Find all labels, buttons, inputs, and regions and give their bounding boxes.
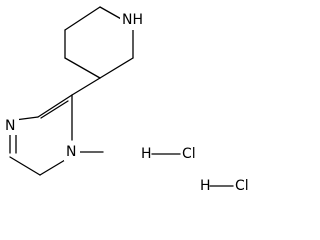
label-imine-n: N bbox=[3, 117, 19, 135]
bond-piperidine-pyrazine bbox=[71, 77, 101, 96]
imine-n-label: N bbox=[5, 118, 15, 134]
bond-c2-c3-ring bbox=[37, 94, 73, 118]
piperidine-nh-label: NH bbox=[122, 12, 143, 28]
bond-c4-c5 bbox=[64, 57, 101, 79]
label-methyl-n: N bbox=[64, 143, 80, 161]
hcl-1-cl-label: Cl bbox=[182, 146, 196, 162]
dihydropyrazine-ring bbox=[9, 94, 73, 176]
hcl-salt-1: H Cl bbox=[141, 146, 196, 162]
bond-c5-c6 bbox=[99, 57, 134, 79]
chemical-structure-diagram: NH N N H Cl H Cl bbox=[3, 6, 249, 194]
methyl-n-label: N bbox=[66, 144, 76, 160]
hcl-1-h-label: H bbox=[141, 146, 152, 162]
hcl-2-cl-label: Cl bbox=[235, 178, 249, 194]
bond-c5-c6 bbox=[9, 156, 41, 176]
bond-c6-n1 bbox=[39, 159, 66, 176]
bond-c2-c3-double bbox=[40, 100, 69, 119]
bond-nh-c2 bbox=[99, 6, 124, 21]
piperidine-ring bbox=[64, 6, 134, 79]
hcl-2-h-label: H bbox=[200, 178, 211, 194]
label-piperidine-nh: NH bbox=[120, 10, 143, 30]
hcl-salt-2: H Cl bbox=[200, 178, 249, 194]
bond-c2-c3 bbox=[64, 6, 101, 31]
